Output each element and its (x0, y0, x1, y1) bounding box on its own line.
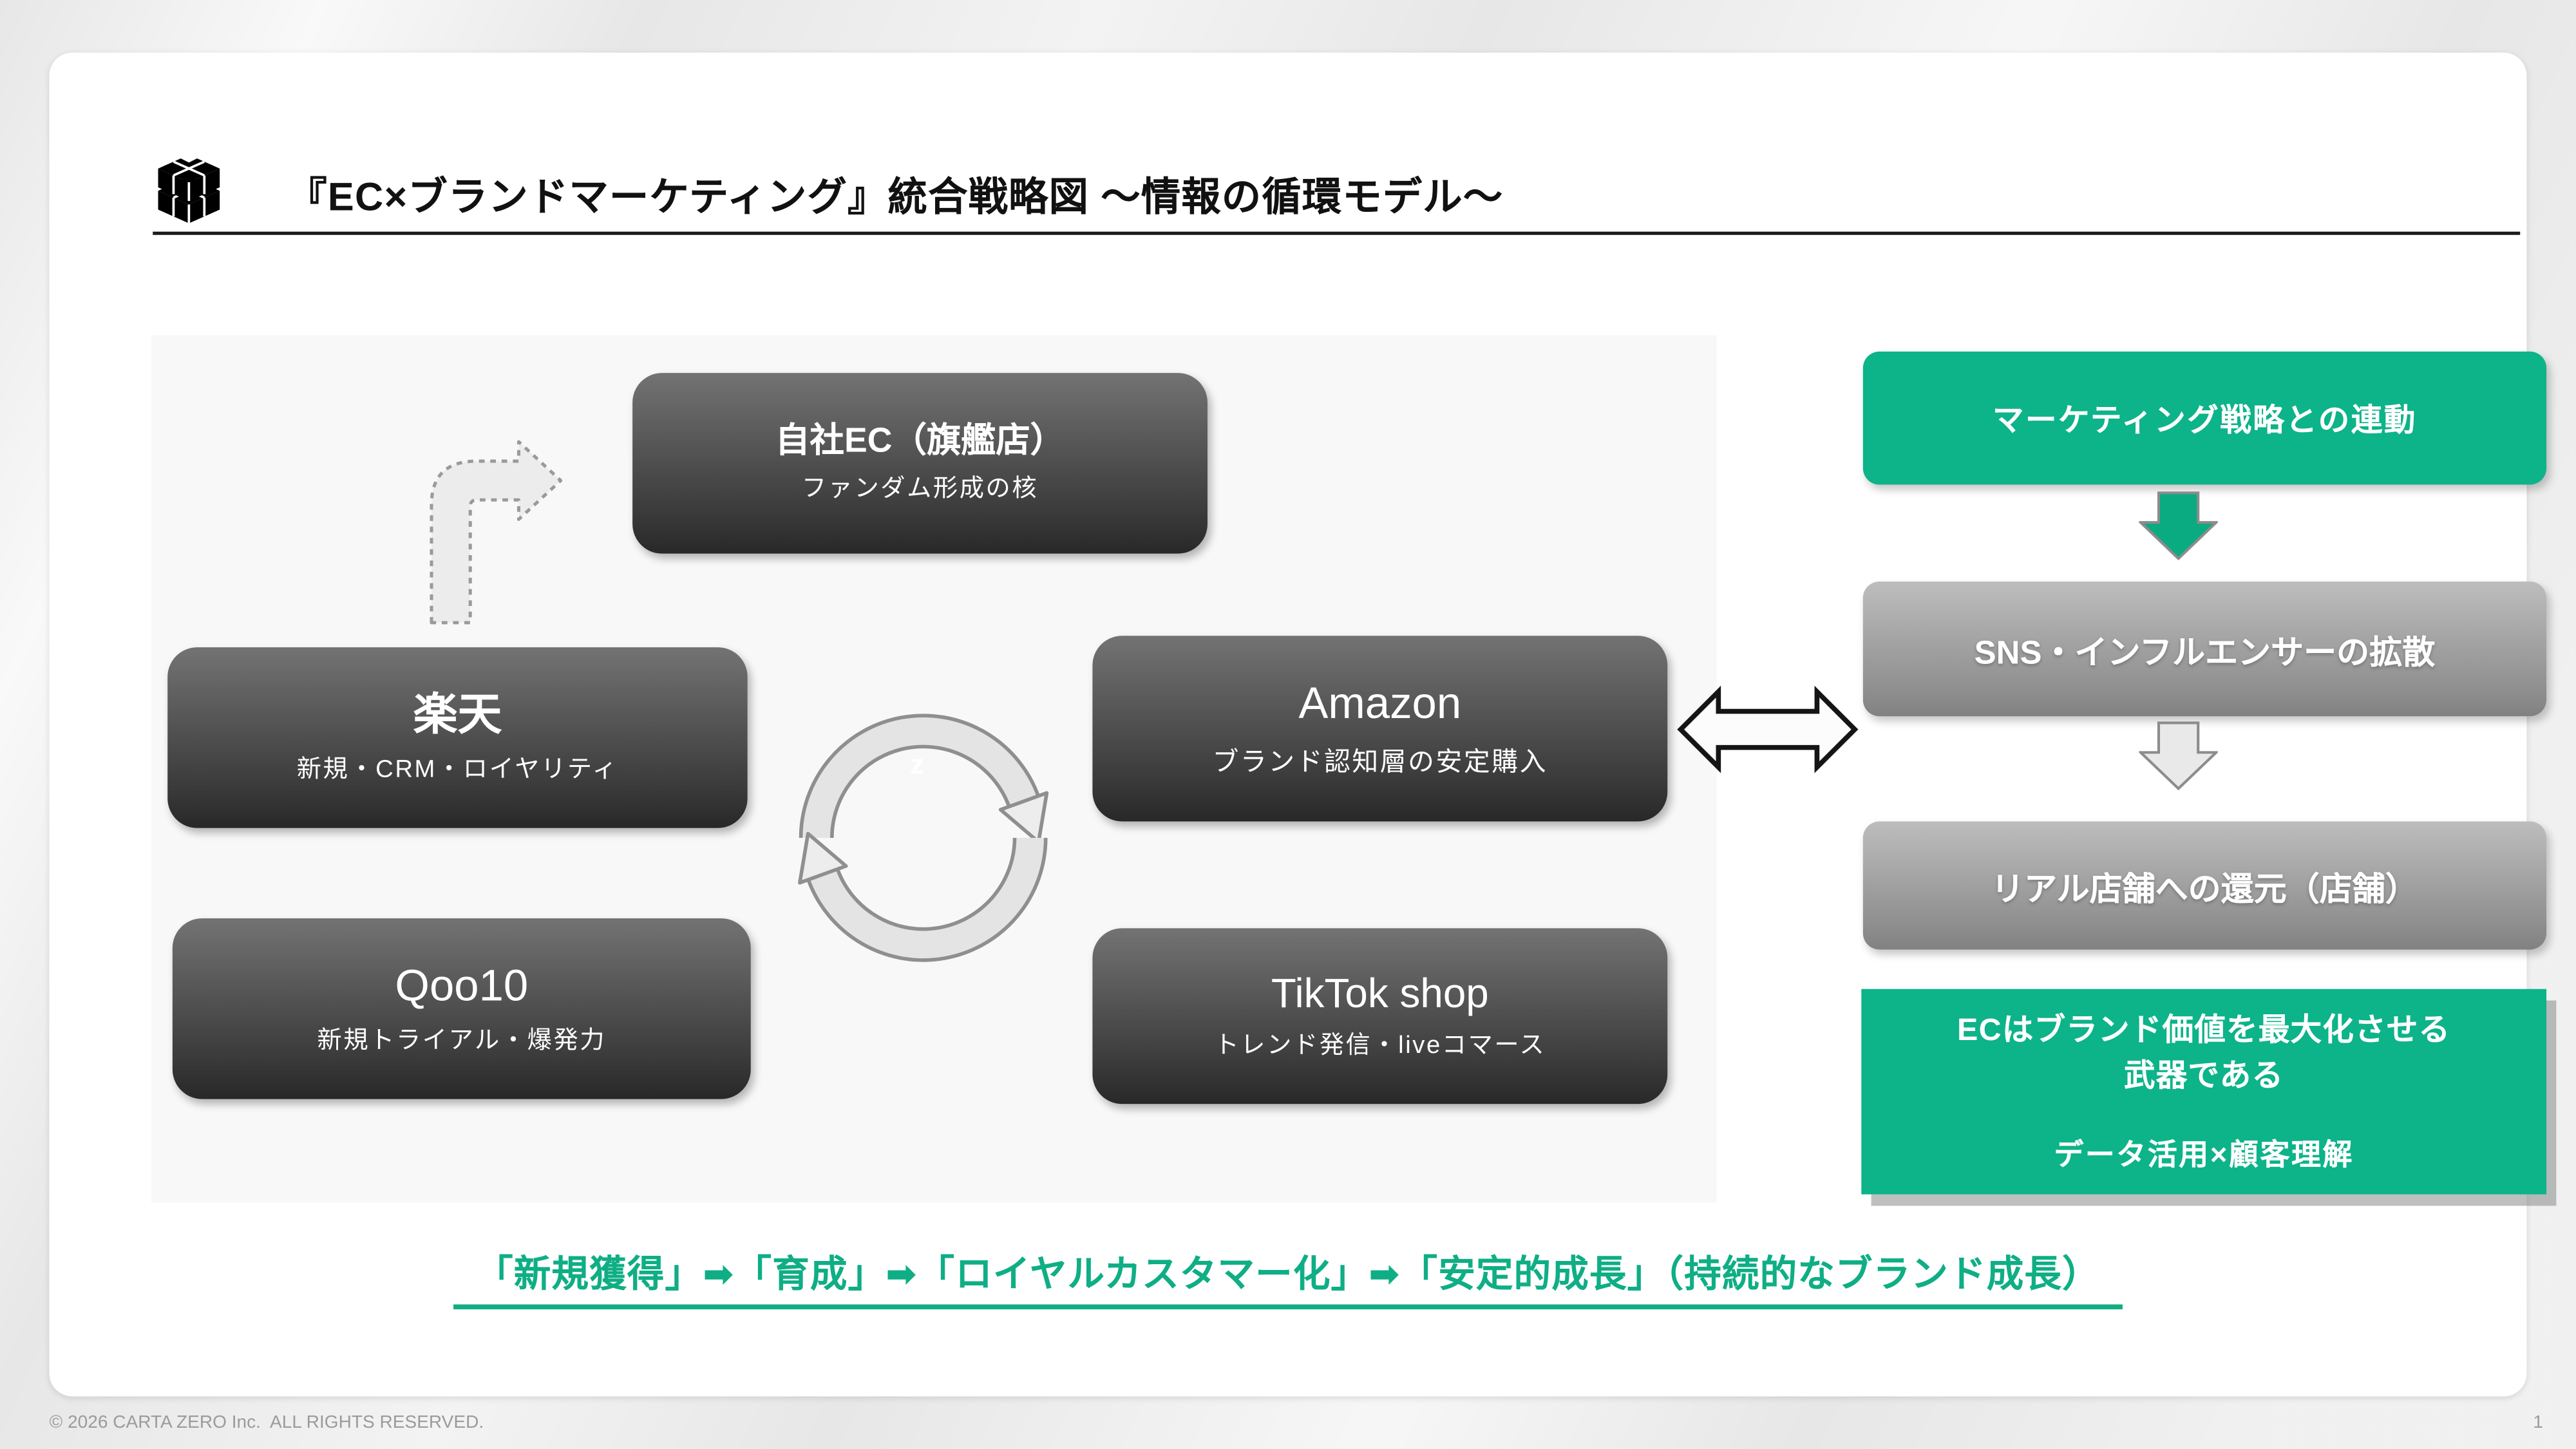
flow-step-retail: リアル店舗への還元（店舗） (1862, 821, 2547, 950)
summary-line3: データ活用×顧客理解 (2054, 1138, 2354, 1171)
page-title: 『EC×ブランドマーケティング』統合戦略図 〜情報の循環モデル〜 (287, 175, 1504, 220)
node-title: Qoo10 (395, 961, 529, 1012)
flow-step-sns: SNS・インフルエンサーの拡散 (1862, 582, 2547, 717)
flow-step-marketing: マーケティング戦略との連動 (1862, 351, 2547, 485)
carta-zero-logo-icon (158, 153, 220, 223)
node-subtitle: トレンド発信・liveコマース (1214, 1031, 1546, 1060)
summary-text: ECはブランド価値を最大化させる 武器である (1861, 1009, 2546, 1099)
title-underline (153, 231, 2521, 235)
cycle-center-label: z (910, 749, 924, 781)
double-arrow-icon (1677, 685, 1859, 773)
node-title: 楽天 (413, 690, 502, 741)
gray-down-arrow-icon (2139, 721, 2218, 791)
node-subtitle: 新規・CRM・ロイヤリティ (296, 755, 619, 783)
summary-box: ECはブランド価値を最大化させる 武器である データ活用×顧客理解 (1861, 989, 2547, 1195)
node-own-ec: 自社EC（旗艦店） ファンダム形成の核 (632, 373, 1208, 554)
page-number: 1 (2533, 1412, 2543, 1433)
green-down-arrow-icon (2139, 491, 2218, 560)
node-title: 自社EC（旗艦店） (775, 422, 1065, 460)
flow-step-label: リアル店舗への還元（店舗） (1991, 871, 2418, 908)
flow-step-label: SNS・インフルエンサーの拡散 (1974, 634, 2436, 672)
summary-line2: 武器である (2124, 1059, 2284, 1094)
flow-step-label: マーケティング戦略との連動 (1992, 404, 2417, 439)
bent-dotted-arrow-icon (430, 440, 563, 625)
node-title: TikTok shop (1271, 971, 1489, 1018)
slide-card: 『EC×ブランドマーケティング』統合戦略図 〜情報の循環モデル〜 自社EC（旗艦… (49, 52, 2547, 1397)
node-tiktok: TikTok shop トレンド発信・liveコマース (1092, 928, 1668, 1104)
node-subtitle: 新規トライアル・爆発力 (317, 1026, 607, 1054)
growth-banner-text: 「新規獲得」➡「育成」➡「ロイヤルカスタマー化」➡「安定的成長」（持続的なブラン… (453, 1245, 2123, 1310)
summary-line1: ECはブランド価値を最大化させる (1956, 1013, 2451, 1048)
node-subtitle: ブランド認知層の安定購入 (1212, 748, 1548, 777)
growth-banner: 「新規獲得」➡「育成」➡「ロイヤルカスタマー化」➡「安定的成長」（持続的なブラン… (50, 1245, 2527, 1310)
node-amazon: Amazon ブランド認知層の安定購入 (1092, 636, 1668, 822)
node-qoo10: Qoo10 新規トライアル・爆発力 (172, 918, 751, 1099)
copyright-text: © 2026 CARTA ZERO Inc. ALL RIGHTS RESERV… (49, 1412, 484, 1433)
node-subtitle: ファンダム形成の核 (801, 475, 1039, 503)
cycle-arrows-icon (798, 714, 1049, 962)
node-title: Amazon (1298, 679, 1462, 729)
node-rakuten: 楽天 新規・CRM・ロイヤリティ (167, 647, 748, 828)
